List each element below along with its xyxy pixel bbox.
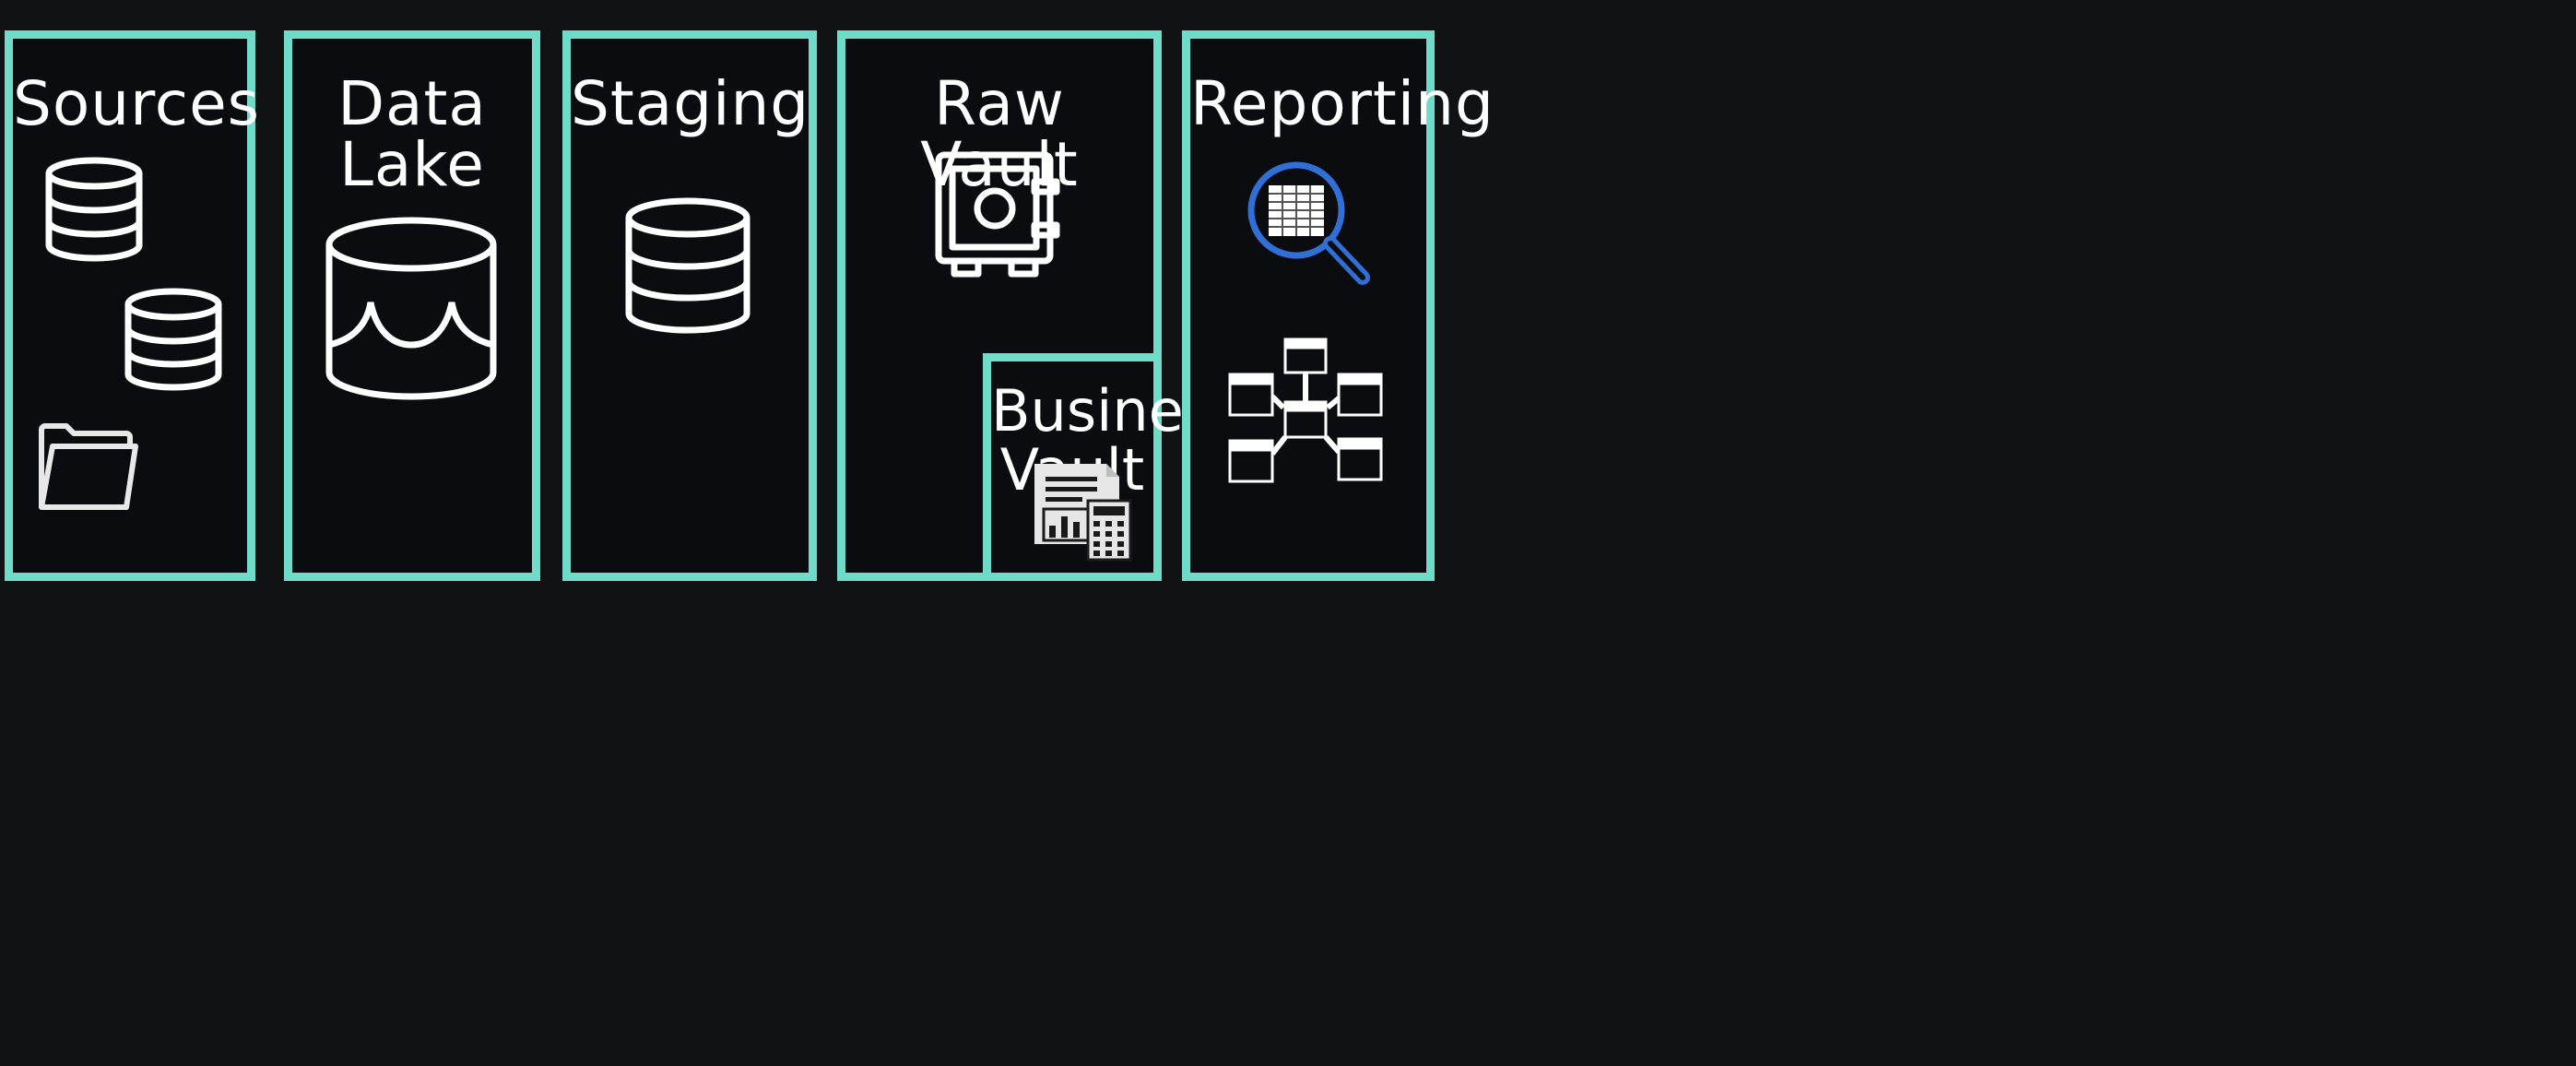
folder-icon bbox=[39, 423, 138, 510]
database-icon bbox=[625, 197, 750, 334]
staging-title: Staging bbox=[571, 68, 810, 139]
star-schema-icon bbox=[1228, 338, 1383, 483]
data-lake-title: Data Lake bbox=[337, 68, 487, 200]
data-lake-icon bbox=[325, 217, 497, 400]
reporting-panel: Reporting bbox=[1182, 30, 1494, 581]
database-icon bbox=[124, 288, 222, 391]
data-lake-panel: Data Lake bbox=[284, 30, 540, 581]
sources-title: Sources bbox=[13, 68, 261, 139]
database-icon bbox=[45, 157, 143, 262]
staging-panel: Staging bbox=[562, 30, 817, 581]
report-calculator-icon bbox=[1034, 464, 1132, 562]
safe-icon bbox=[935, 151, 1060, 278]
table-search-icon bbox=[1247, 161, 1370, 285]
